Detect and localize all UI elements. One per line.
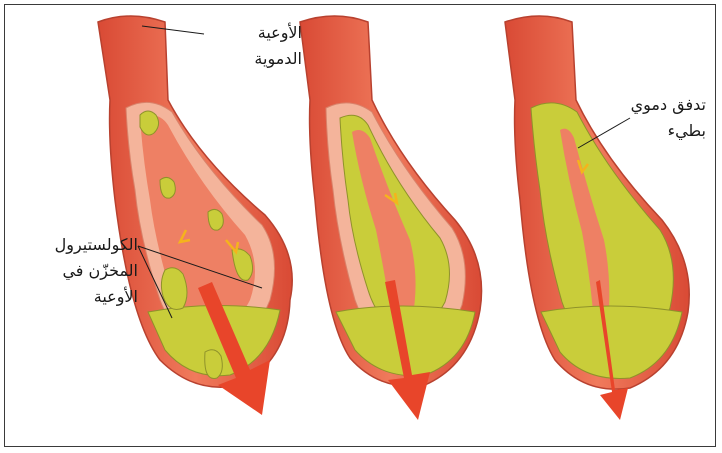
artery-vessel-1	[98, 16, 292, 415]
artery-vessel-3	[505, 16, 689, 420]
label-slow-flow-line2: بطيء	[631, 118, 706, 144]
label-blood-vessels-line2: الدموية	[254, 46, 302, 72]
label-stored-cholesterol: الكولستيرول المخزّن في الأوعية	[55, 232, 138, 310]
label-stored-cholesterol-line2: المخزّن في	[55, 258, 138, 284]
label-slow-flow: تدفق دموي بطيء	[631, 92, 706, 144]
label-blood-vessels: الأوعية الدموية	[254, 20, 302, 72]
label-stored-cholesterol-line1: الكولستيرول	[55, 232, 138, 258]
label-slow-flow-line1: تدفق دموي	[631, 92, 706, 118]
label-blood-vessels-line1: الأوعية	[254, 20, 302, 46]
label-stored-cholesterol-line3: الأوعية	[55, 284, 138, 310]
artery-vessel-2	[300, 16, 482, 420]
